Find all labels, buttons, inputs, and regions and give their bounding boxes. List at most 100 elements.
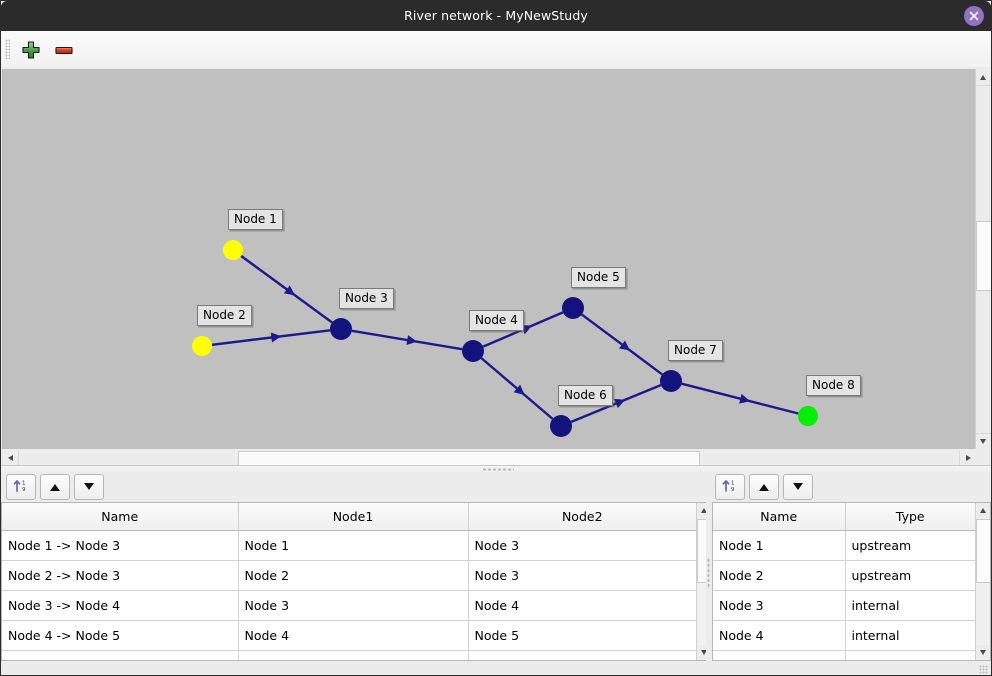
nodes-scroll-up-button[interactable] (976, 503, 990, 518)
graph-node-node-6[interactable] (550, 415, 572, 437)
cell-node1[interactable]: Node 4 (238, 620, 469, 651)
column-header-node2[interactable]: Node2 (468, 503, 696, 531)
cell-name[interactable]: Node 4 -> Node 5 (2, 620, 239, 651)
nodes-move-up-button[interactable] (749, 474, 779, 500)
graph-vertical-scrollbar[interactable] (975, 69, 991, 450)
vertical-splitter-grip (707, 558, 710, 588)
graph-scroll-right-button[interactable] (959, 451, 976, 466)
cell-node1[interactable]: Node 3 (238, 590, 469, 621)
cell-type[interactable]: internal (845, 590, 975, 621)
graph-node-node-1[interactable] (223, 240, 243, 260)
cell-node1[interactable]: Node 1 (238, 530, 469, 561)
cell-node2[interactable]: Node 3 (468, 560, 696, 591)
cell-type[interactable]: internal (845, 620, 975, 651)
branches-toolbar: 1 9 (6, 474, 326, 502)
vertical-splitter[interactable] (706, 472, 712, 675)
svg-text:1: 1 (731, 481, 735, 487)
cell-name[interactable]: Node 3 (713, 590, 846, 621)
branches-table-row-empty[interactable] (2, 650, 696, 660)
graph-scroll-left-button[interactable] (2, 451, 19, 466)
cell-name[interactable]: Node 1 -> Node 3 (2, 530, 239, 561)
nodes-scroll-down-button[interactable] (976, 645, 990, 660)
branches-move-up-button[interactable] (40, 474, 70, 500)
graph-node-label-node-8[interactable]: Node 8 (806, 375, 861, 396)
cell-name[interactable]: Node 2 -> Node 3 (2, 560, 239, 591)
title-bar: River network - MyNewStudy (1, 1, 991, 31)
graph-node-label-node-5[interactable]: Node 5 (571, 267, 626, 288)
cell-node2[interactable]: Node 4 (468, 590, 696, 621)
graph-scroll-up-button[interactable] (976, 69, 991, 86)
graph-vertical-scroll-thumb[interactable] (976, 221, 991, 291)
window-title: River network - MyNewStudy (404, 8, 588, 23)
column-header-node1[interactable]: Node1 (238, 503, 469, 531)
cell-node1[interactable]: Node 2 (238, 560, 469, 591)
cell-name[interactable]: Node 4 (713, 620, 846, 651)
cell-node2[interactable]: Node 5 (468, 620, 696, 651)
graph-node-label-node-1[interactable]: Node 1 (228, 209, 283, 230)
graph-node-label-node-3[interactable]: Node 3 (339, 288, 394, 309)
close-icon[interactable] (964, 6, 984, 26)
graph-node-node-7[interactable] (660, 370, 682, 392)
cell-empty[interactable] (713, 650, 846, 660)
splitter-grip (482, 468, 514, 471)
network-graph-canvas[interactable]: Node 1 Node 2 Node 3 Node 4 Node 5 Node 6 Node… (2, 69, 975, 449)
add-node-icon[interactable] (20, 39, 42, 61)
graph-node-node-8[interactable] (798, 406, 818, 426)
graph-node-label-node-4[interactable]: Node 4 (469, 310, 524, 331)
graph-node-node-3[interactable] (330, 318, 352, 340)
cell-empty[interactable] (845, 650, 975, 660)
network-graph-edges (211, 254, 799, 423)
cell-name[interactable]: Node 3 -> Node 4 (2, 590, 239, 621)
remove-node-icon[interactable] (53, 39, 75, 61)
graph-node-node-5[interactable] (562, 297, 584, 319)
cell-name[interactable]: Node 2 (713, 560, 846, 591)
graph-scroll-down-button[interactable] (976, 433, 991, 450)
toolbar-drag-handle[interactable] (5, 39, 10, 59)
cell-type[interactable]: upstream (845, 530, 975, 561)
column-header-name[interactable]: Name (713, 503, 846, 531)
nodes-vertical-scroll-thumb[interactable] (976, 519, 990, 583)
cell-empty[interactable] (238, 650, 469, 660)
nodes-vertical-scrollbar[interactable] (975, 503, 990, 660)
column-header-name[interactable]: Name (2, 503, 239, 531)
svg-text:9: 9 (731, 487, 735, 493)
graph-node-label-node-7[interactable]: Node 7 (668, 340, 723, 361)
resize-grip[interactable] (979, 665, 988, 674)
cell-name[interactable]: Node 1 (713, 530, 846, 561)
column-header-type[interactable]: Type (845, 503, 975, 531)
branches-sort-button[interactable]: 1 9 (6, 474, 36, 500)
cell-empty[interactable] (2, 650, 239, 660)
graph-node-node-2[interactable] (192, 336, 212, 356)
nodes-move-down-button[interactable] (783, 474, 813, 500)
nodes-sort-button[interactable]: 1 9 (715, 474, 745, 500)
nodes-toolbar: 1 9 (715, 474, 991, 502)
branches-move-down-button[interactable] (74, 474, 104, 500)
graph-horizontal-scrollbar[interactable] (2, 451, 976, 467)
graph-node-node-4[interactable] (462, 340, 484, 362)
horizontal-splitter[interactable] (1, 465, 991, 473)
network-graph-panel: Node 1 Node 2 Node 3 Node 4 Node 5 Node 6 Node… (1, 67, 991, 467)
graph-node-label-node-6[interactable]: Node 6 (558, 385, 613, 406)
svg-text:1: 1 (22, 481, 26, 487)
cell-empty[interactable] (468, 650, 696, 660)
graph-node-label-node-2[interactable]: Node 2 (197, 305, 252, 326)
cell-node2[interactable]: Node 3 (468, 530, 696, 561)
nodes-table-row-empty[interactable] (713, 650, 975, 660)
cell-type[interactable]: upstream (845, 560, 975, 591)
